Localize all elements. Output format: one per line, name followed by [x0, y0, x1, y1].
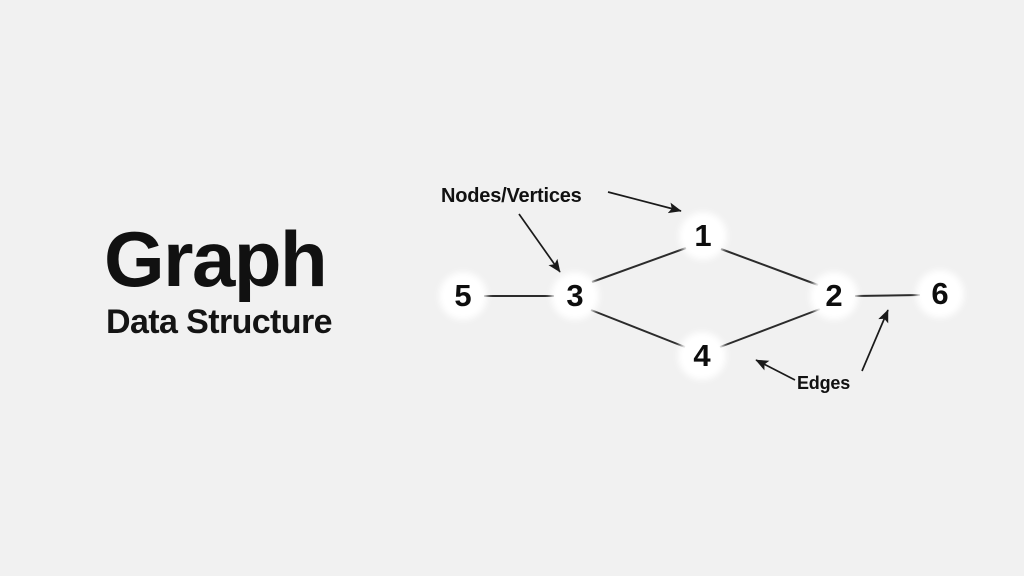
edge-4-2 [719, 308, 821, 348]
graph-node-4: 4 [683, 337, 721, 375]
graph-node-1: 1 [684, 217, 722, 255]
graph-node-2-label: 2 [825, 277, 843, 313]
title-block: Graph Data Structure [104, 215, 404, 342]
graph-node-6: 6 [921, 275, 959, 313]
graph-node-4-label: 4 [693, 337, 711, 373]
annotation-label-edges: Edges [797, 373, 851, 393]
graph-node-3-label: 3 [566, 277, 584, 313]
pointer-edges-to-edge-4-2 [755, 359, 796, 381]
page-title: Graph [104, 215, 328, 303]
graph-node-2: 2 [815, 277, 853, 315]
graph-node-3: 3 [556, 277, 594, 315]
edge-3-4 [590, 309, 686, 348]
pointer-nodes-to-node-3 [518, 213, 561, 273]
page-subtitle: Data Structure [106, 303, 332, 342]
edge-3-1 [591, 247, 687, 283]
graph-node-5-label: 5 [454, 277, 472, 313]
graph-node-6-label: 6 [931, 275, 949, 311]
annotation-label-nodes-vertices: Nodes/Vertices [441, 185, 582, 207]
edge-1-2 [720, 248, 819, 286]
graph-node-1-label: 1 [694, 217, 712, 253]
pointer-nodes-to-node-1 [607, 191, 682, 214]
graph-node-5: 5 [444, 277, 482, 315]
pointer-edges-to-edge-2-6 [861, 309, 889, 372]
edge-2-6 [854, 294, 921, 297]
